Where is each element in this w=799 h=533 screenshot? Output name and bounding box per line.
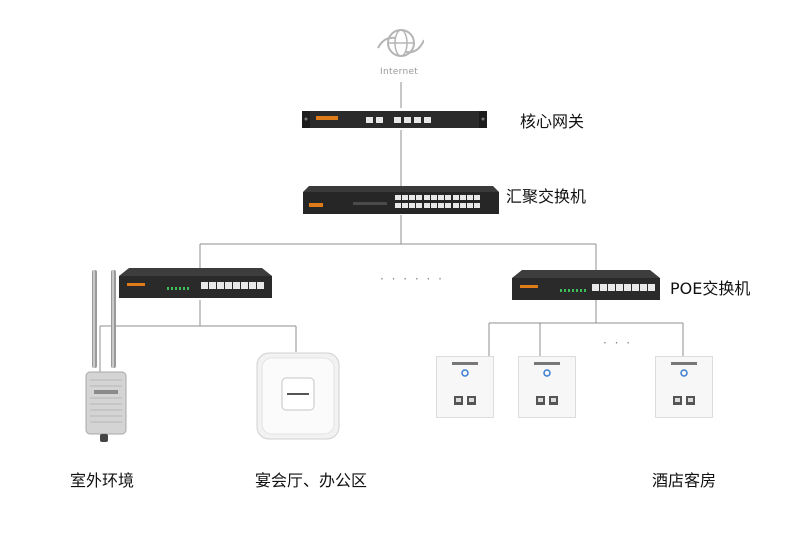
outdoor-ap-device	[78, 268, 134, 444]
ceiling-ap-device	[256, 352, 340, 440]
aggregation-switch-label: 汇聚交换机	[506, 187, 587, 206]
internet-node	[374, 26, 424, 66]
internet-label: Internet	[380, 67, 419, 77]
left-access-switch-device	[119, 268, 272, 301]
core-gateway-device	[302, 108, 487, 130]
panels-ellipsis: · · ·	[603, 336, 633, 350]
wall-panel-ap-1	[436, 356, 494, 418]
outdoor-zone-label: 室外环境	[70, 471, 135, 490]
poe-switch-label: POE交换机	[670, 279, 751, 298]
core-gateway-label: 核心网关	[520, 112, 585, 131]
hotel-room-zone-label: 酒店客房	[652, 471, 717, 490]
middle-ellipsis: · · · · · ·	[380, 272, 444, 286]
hall-office-zone-label: 宴会厅、办公区	[255, 471, 368, 490]
wall-panel-ap-2	[518, 356, 576, 418]
poe-switch-device	[512, 270, 660, 302]
aggregation-switch-device	[303, 186, 499, 216]
wall-panel-ap-3	[655, 356, 713, 418]
globe-icon	[377, 29, 424, 57]
